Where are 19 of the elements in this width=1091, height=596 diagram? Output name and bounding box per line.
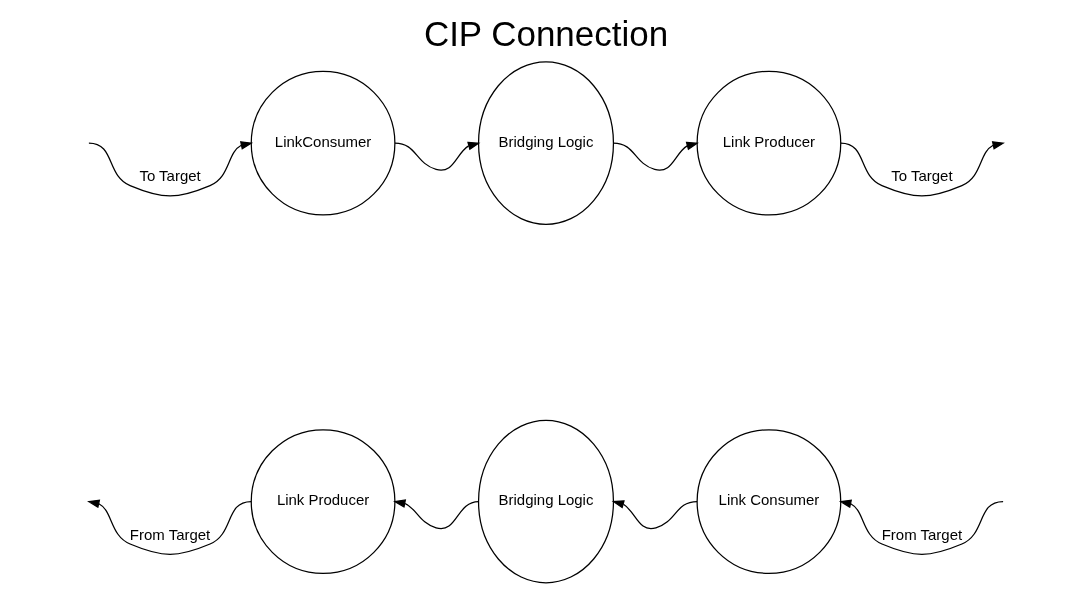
arrow [838,499,1004,556]
node-circle: LinkConsumer [250,70,395,216]
arrow [611,500,698,530]
node-circle: Link Producer [250,429,395,574]
arrow [87,141,253,197]
edge-label: To Target [138,167,201,185]
node-circle: Link Consumer [696,429,841,574]
edge-label: From Target [881,525,962,543]
edge-label: To Target [890,167,953,185]
node-ellipse: Bridging Logic [477,61,614,225]
arrow [612,141,699,171]
arrow [393,141,480,171]
diagram-title: CIP Connection [423,14,668,54]
arrow [392,499,479,530]
edge-label: From Target [129,525,210,543]
arrow [86,499,252,556]
node-ellipse: Bridging Logic [477,419,614,584]
node-circle: Link Producer [696,70,841,216]
arrow [839,141,1005,197]
